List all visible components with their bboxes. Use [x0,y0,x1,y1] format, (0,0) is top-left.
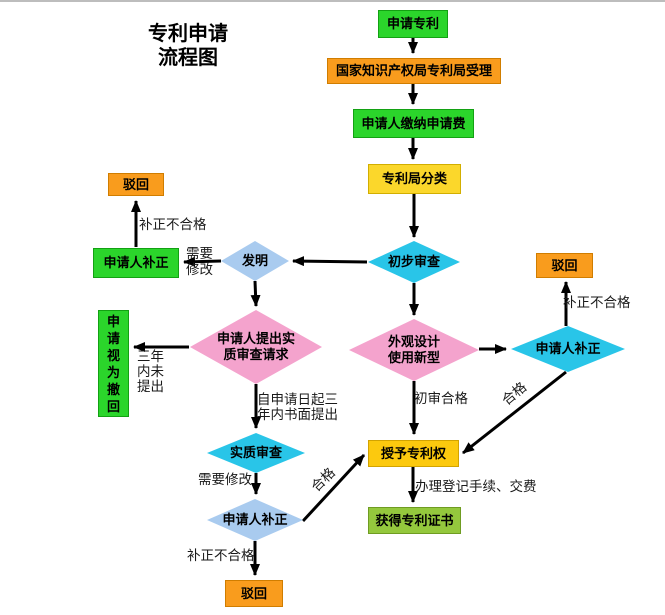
node-design-utility: 外观设计使用新型 [349,319,479,381]
label-prelim-qualified: 初审合格 [414,391,468,406]
label-amend-fail-right: 补正不合格 [563,295,631,310]
arrow-invention-request [250,280,261,307]
label-qualified-right: 合格 [499,379,530,409]
node-applicant-amend-left: 申请人补正 [93,248,179,278]
node-deemed-withdrawn: 申请视为撤回 [98,310,129,417]
node-grant-patent: 授予专利权 [368,440,459,467]
node-certificate: 获得专利证书 [368,507,461,534]
node-sipo-accept: 国家知识产权局专利局受理 [327,58,501,84]
node-applicant-amend-bottom: 申请人补正 [207,499,303,541]
chart-title: 专利申请 流程图 [120,22,256,70]
label-amend-fail-bottom: 补正不合格 [187,548,255,563]
node-preliminary-review: 初步审查 [368,241,460,283]
label-not-filed-3y: 三年内未提出 [137,349,164,394]
node-reject-bottom: 驳回 [225,580,283,607]
node-invention: 发明 [221,241,289,281]
node-substantive-review: 实质审查 [207,433,305,473]
node-pay-fee: 申请人缴纳申请费 [353,109,474,138]
label-file-within-3y: 自申请日起三年内书面提出 [257,392,338,422]
arrow-preliminary-invention [292,256,368,267]
label-need-amend-bottom: 需要修改 [198,472,252,487]
chart-title-line1: 专利申请 [148,23,228,45]
label-registration: 办理登记手续、交费 [415,479,537,494]
label-need-amend-left: 需要修改 [186,246,213,277]
node-request-substantive-label: 申请人提出实质审查请求 [216,331,295,362]
node-design-utility-label: 外观设计使用新型 [387,334,440,365]
node-classify: 专利局分类 [368,164,461,194]
chart-title-line2: 流程图 [158,47,218,69]
node-reject-left: 驳回 [108,173,164,196]
label-amend-fail-left: 补正不合格 [139,217,207,232]
label-qualified-bottom: 合格 [308,464,338,495]
node-applicant-amend-right: 申请人补正 [511,326,625,372]
node-apply-patent: 申请专利 [378,10,448,38]
node-reject-right: 驳回 [536,253,593,278]
node-request-substantive: 申请人提出实质审查请求 [190,310,322,384]
